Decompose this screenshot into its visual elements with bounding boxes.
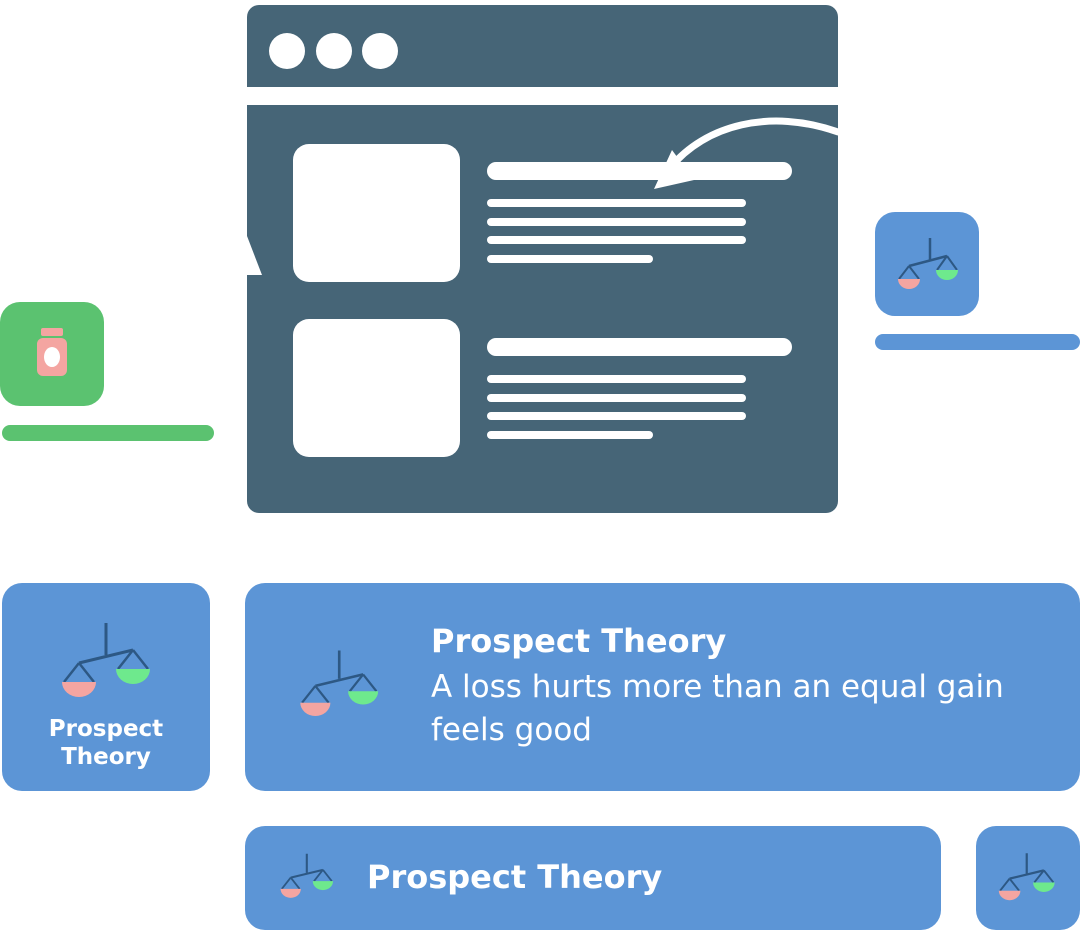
browser-content	[247, 105, 838, 513]
content-heading-bar	[487, 338, 792, 356]
card-title: Prospect Theory	[431, 622, 727, 660]
scale-icon-card[interactable]	[976, 826, 1080, 930]
prospect-theory-pill-card[interactable]: Prospect Theory	[245, 826, 941, 930]
card-label: Prospect Theory	[2, 715, 210, 771]
card-description-line: feels good	[431, 712, 592, 748]
content-thumbnail	[293, 319, 460, 457]
content-text-line	[487, 412, 746, 420]
balance-scale-icon	[998, 853, 1055, 901]
jar-icon	[37, 328, 67, 376]
scale-progress-bar	[875, 334, 1080, 350]
content-thumbnail	[293, 144, 460, 282]
content-text-line	[487, 375, 746, 383]
jar-progress-bar	[2, 425, 214, 441]
balance-scale-icon	[62, 623, 150, 697]
card-label-line: Theory	[61, 744, 151, 770]
scale-tile[interactable]	[875, 212, 979, 316]
browser-title-bar	[247, 5, 838, 87]
balance-scale-icon	[898, 238, 958, 289]
window-dot	[316, 33, 352, 69]
prospect-theory-square-card[interactable]: Prospect Theory	[2, 583, 210, 791]
window-dot	[269, 33, 305, 69]
card-description: A loss hurts more than an equal gain fee…	[431, 666, 1004, 752]
content-text-line	[487, 255, 653, 263]
card-title: Prospect Theory	[367, 858, 663, 896]
content-text-line	[487, 199, 746, 207]
balance-scale-icon	[300, 650, 379, 716]
card-label-line: Prospect	[48, 716, 164, 742]
content-text-line	[487, 394, 746, 402]
content-text-line	[487, 236, 746, 244]
jar-tile[interactable]	[0, 302, 104, 406]
balance-scale-icon	[280, 853, 334, 898]
prospect-theory-wide-card[interactable]: Prospect Theory A loss hurts more than a…	[245, 583, 1080, 791]
content-text-line	[487, 218, 746, 226]
card-description-line: A loss hurts more than an equal gain	[431, 669, 1004, 705]
content-text-line	[487, 431, 653, 439]
content-heading-bar	[487, 162, 792, 180]
window-dot	[362, 33, 398, 69]
